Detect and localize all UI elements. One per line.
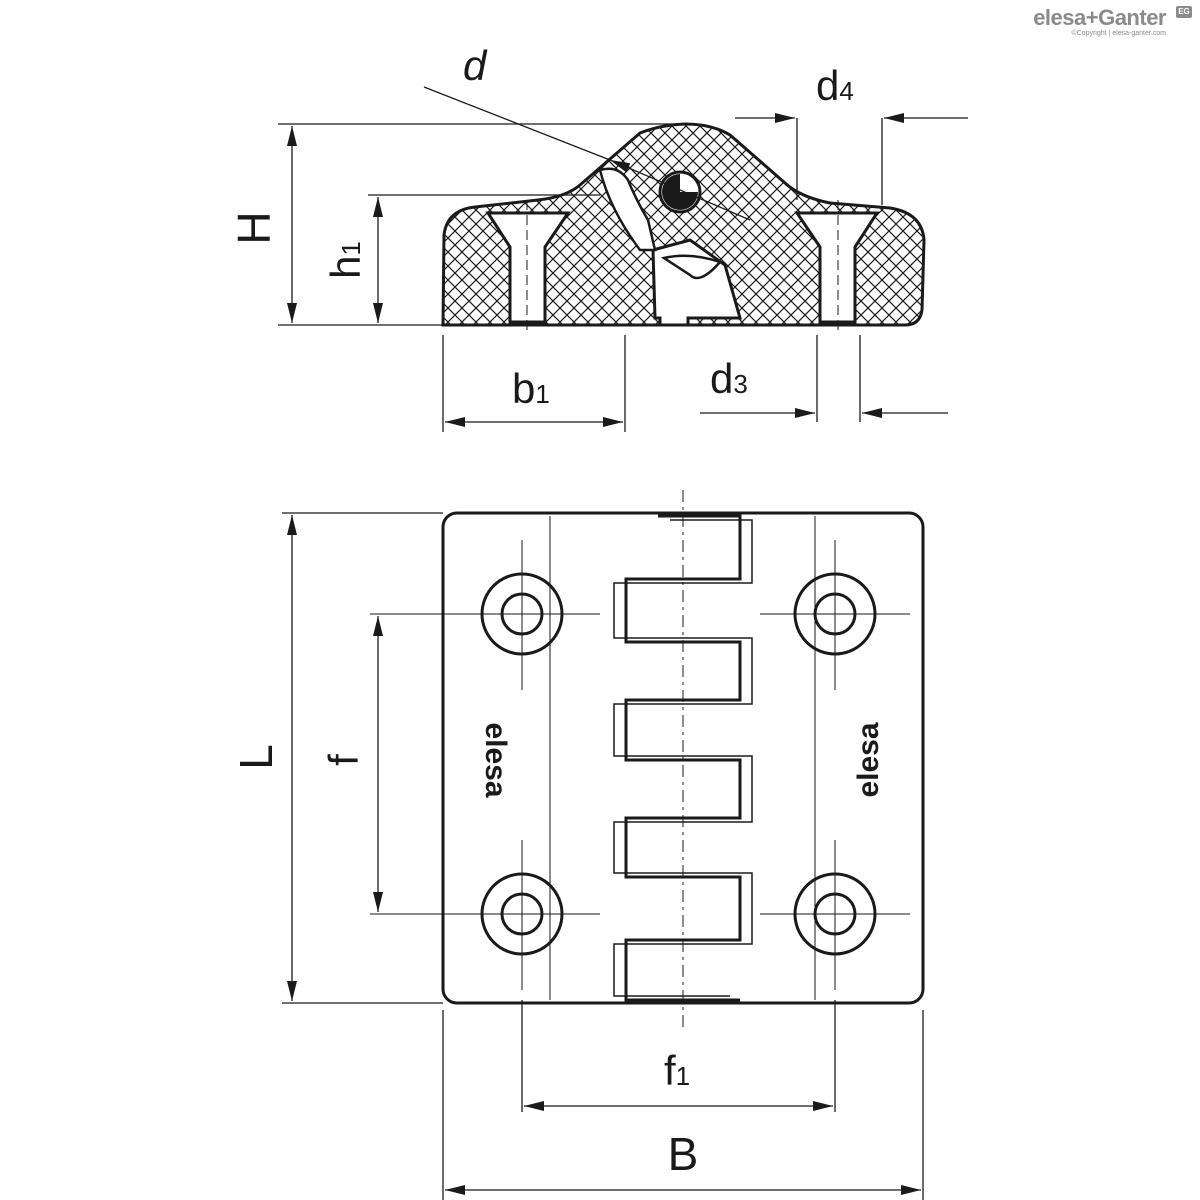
label-B: B xyxy=(668,1128,699,1180)
right-countersunk-hole xyxy=(794,211,880,324)
plan-dimensions xyxy=(282,512,924,1200)
dimension-labels: d d4 H h1 b1 d3 L f f1 B xyxy=(228,42,854,1180)
brand-badge: EG xyxy=(1176,6,1192,18)
label-d4: d4 xyxy=(816,62,854,109)
label-f1: f1 xyxy=(664,1047,690,1094)
left-countersunk-hole xyxy=(485,211,571,324)
hinge-section-body xyxy=(441,122,926,327)
label-h1: h1 xyxy=(322,241,369,279)
top-dimensions xyxy=(278,86,968,432)
label-d3: d3 xyxy=(710,355,748,402)
cross-section-view xyxy=(441,122,926,330)
label-f: f xyxy=(320,754,367,766)
brand-logo: elesa+Ganter ©Copyright | elesa-ganter.c… xyxy=(1033,5,1192,38)
plate-logo-left: elesa xyxy=(479,722,512,797)
plan-view: elesa elesa xyxy=(370,490,925,1030)
plate-logo-right: elesa xyxy=(852,722,885,797)
label-d: d xyxy=(463,42,488,89)
brand-name: elesa+Ganter xyxy=(1033,5,1166,30)
section-knuckle-gap xyxy=(598,167,657,252)
label-b1: b1 xyxy=(512,365,550,412)
brand-copyright: ©Copyright | elesa-ganter.com xyxy=(1071,30,1166,37)
label-H: H xyxy=(228,211,280,244)
label-L: L xyxy=(230,744,282,770)
